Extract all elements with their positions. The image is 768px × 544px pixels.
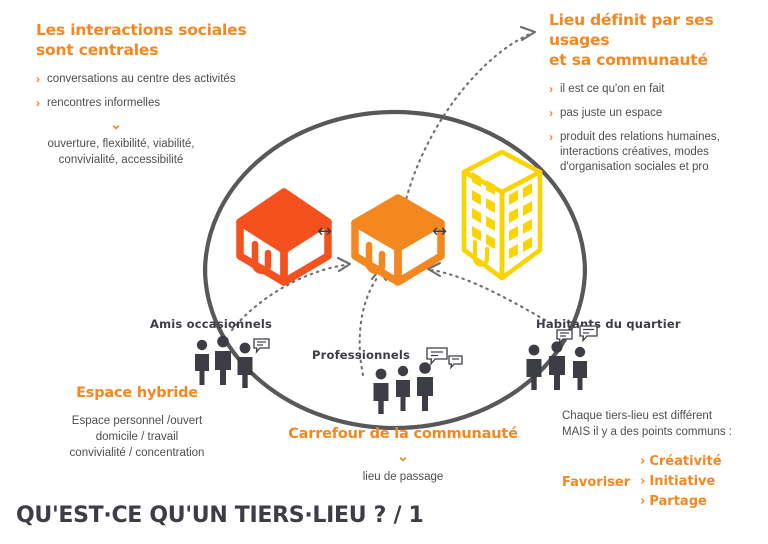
- bottom-left-block: Espace hybride Espace personnel /ouvert …: [22, 383, 252, 461]
- favoriser-item: ›Initiative: [640, 472, 722, 492]
- tower-windows-left: [472, 172, 495, 249]
- chevron-right-icon: ›: [549, 106, 553, 120]
- top-right-bullet-label: il est ce qu'on en fait: [560, 83, 665, 95]
- top-right-heading-line1: Lieu définit par ses usages: [549, 11, 714, 49]
- habitants-du-quartier-label: Habitants du quartier: [536, 317, 681, 331]
- bullet-line: interactions créatives, modes: [560, 146, 709, 158]
- dashed-arrow-amis-head: [336, 256, 352, 273]
- dashed-arrow-to-top-right-head: [519, 25, 537, 42]
- carrefour-heading: Carrefour de la communauté: [288, 426, 518, 442]
- favoriser-item: ›Partage: [640, 492, 722, 512]
- bullet-line: produit des relations humaines,: [560, 131, 720, 143]
- chevron-down-icon: ⌄: [397, 448, 409, 464]
- top-right-bullet-label: pas juste un espace: [560, 107, 663, 119]
- top-left-heading-line1: Les interactions sociales: [36, 21, 247, 39]
- chevron-right-icon: ›: [36, 96, 40, 110]
- favoriser-label: Favoriser: [562, 474, 631, 490]
- espace-hybride-heading: Espace hybride: [76, 385, 198, 401]
- dashed-arrow-pro-to-cube: [358, 276, 379, 377]
- amis-occasionnels-label: Amis occasionnels: [150, 317, 273, 331]
- favoriser-item-label: Initiative: [649, 474, 716, 489]
- favoriser-block: Favoriser ›Créativité ›Initiative ›Parta…: [562, 452, 768, 512]
- top-left-bullet: › conversations au centre des activités: [36, 72, 286, 87]
- bottom-center-block: Carrefour de la communauté ⌄ lieu de pas…: [288, 424, 518, 485]
- top-right-heading-line2: et sa communauté: [549, 51, 708, 69]
- points-communs-line2: MAIS il y a des points communs :: [562, 426, 733, 438]
- espace-hybride-text: Espace personnel /ouvert domicile / trav…: [22, 413, 252, 461]
- favoriser-item-label: Partage: [649, 494, 707, 509]
- chevron-down-icon: ⌄: [110, 116, 122, 132]
- favoriser-item: ›Créativité: [640, 452, 722, 472]
- top-left-conclusion-line2: convivialité, accessibilité: [58, 154, 184, 166]
- cube-icon: [351, 194, 445, 286]
- chevron-right-icon: ›: [640, 454, 646, 469]
- espace-hybride-line: convivialité / concentration: [69, 447, 205, 459]
- favoriser-item-label: Créativité: [649, 454, 722, 469]
- favoriser-items: ›Créativité ›Initiative ›Partage: [640, 452, 722, 512]
- carrefour-sub: lieu de passage: [362, 471, 444, 483]
- amis-occasionnels-people: [195, 335, 270, 388]
- dashed-arrow-habitants-head: [426, 261, 442, 278]
- tower-windows-right: [509, 183, 532, 259]
- professionnels-people: [373, 347, 463, 414]
- bullet-line: d'organisation sociales et pro: [560, 161, 709, 173]
- top-right-heading: Lieu définit par ses usages et sa commun…: [549, 10, 764, 70]
- espace-hybride-line: domicile / travail: [95, 431, 179, 443]
- habitants-du-quartier-people: [526, 325, 598, 390]
- arrow-house-to-cube: ↔: [317, 221, 333, 242]
- top-right-bullet: › pas juste un espace: [549, 106, 764, 121]
- professionnels-label: Professionnels: [312, 348, 411, 362]
- top-right-block: Lieu définit par ses usages et sa commun…: [549, 10, 764, 184]
- top-left-bullet: › rencontres informelles: [36, 96, 286, 111]
- page-title: QU'EST·CE QU'UN TIERS·LIEU ? / 1: [16, 503, 424, 528]
- ellipse-top-arc: [202, 109, 588, 275]
- points-communs-line1: Chaque tiers-lieu est différent: [562, 410, 713, 422]
- top-left-conclusion: ouverture, flexibilité, viabilité, convi…: [36, 136, 206, 168]
- chevron-right-icon: ›: [640, 474, 646, 489]
- chevron-right-icon: ›: [640, 494, 646, 509]
- dashed-arrow-habitants-to-cube: [430, 268, 547, 322]
- top-left-conclusion-line1: ouverture, flexibilité, viabilité,: [47, 138, 195, 150]
- points-communs-text: Chaque tiers-lieu est différent MAIS il …: [562, 408, 768, 440]
- chevron-right-icon: ›: [36, 72, 40, 86]
- top-right-bullet: › produit des relations humaines, intera…: [549, 130, 764, 175]
- espace-hybride-line: Espace personnel /ouvert: [71, 415, 203, 427]
- top-left-bullet-label: conversations au centre des activités: [47, 73, 236, 85]
- chevron-right-icon: ›: [549, 130, 553, 144]
- top-left-heading: Les interactions sociales sont centrales: [36, 20, 286, 60]
- tower-icon: [461, 149, 543, 281]
- top-left-bullet-label: rencontres informelles: [47, 97, 161, 109]
- top-right-bullet: › il est ce qu'on en fait: [549, 82, 764, 97]
- top-right-bullet-label: produit des relations humaines, interact…: [560, 130, 720, 175]
- chevron-right-icon: ›: [549, 82, 553, 96]
- top-left-block: Les interactions sociales sont centrales…: [36, 20, 286, 168]
- top-left-heading-line2: sont centrales: [36, 41, 159, 59]
- arrow-cube-to-tower: ↔: [432, 221, 448, 242]
- house-icon: [236, 188, 332, 286]
- dashed-arrow-amis-to-cube: [230, 263, 347, 332]
- bottom-right-block: Chaque tiers-lieu est différent MAIS il …: [562, 408, 768, 512]
